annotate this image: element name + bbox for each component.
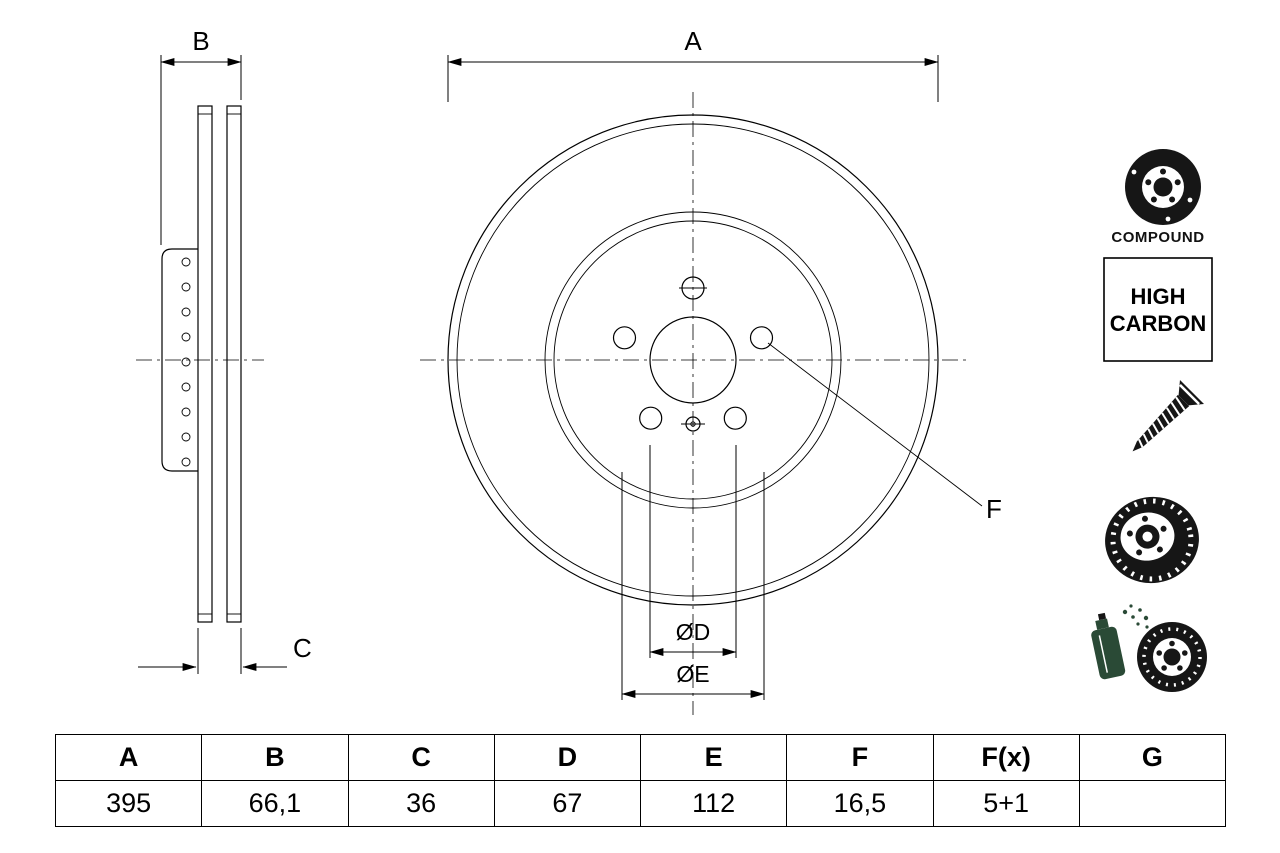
table-value-f: 16,5 (786, 780, 934, 827)
table-value-b: 66,1 (201, 780, 349, 827)
table-header-d: D (493, 734, 642, 781)
dimension-table-value-row: 395 66,1 36 67 112 16,5 5+1 (54, 780, 1227, 827)
table-value-g (1078, 780, 1227, 827)
table-value-c: 36 (347, 780, 495, 827)
high-carbon-line1: HIGH (1131, 284, 1186, 309)
dim-b-label: B (192, 26, 209, 56)
table-header-e: E (639, 734, 788, 781)
high-carbon-badge: HIGH CARBON (1103, 257, 1213, 362)
dim-a-label: A (684, 26, 702, 56)
coating-spray-icon (1091, 604, 1207, 692)
coated-disc (1137, 622, 1207, 692)
table-header-fx: F(x) (932, 734, 1080, 781)
dim-c-label: C (293, 633, 312, 663)
table-header-f: F (786, 734, 934, 781)
dimension-table: A B C D E F F(x) G 395 66,1 36 67 112 16… (54, 734, 1227, 827)
side-right-plate (226, 105, 242, 623)
dimension-table-header-row: A B C D E F F(x) G (54, 734, 1227, 781)
dim-a: A (447, 26, 939, 102)
table-value-d: 67 (493, 780, 642, 827)
table-value-e: 112 (639, 780, 788, 827)
spray-droplets (1122, 604, 1149, 629)
table-header-a: A (54, 734, 203, 781)
dim-d-label: ØD (676, 619, 711, 645)
dim-b: B (160, 26, 242, 245)
leader-f: F (767, 342, 1002, 524)
table-value-fx: 5+1 (932, 780, 1080, 827)
dim-e-label: ØE (676, 661, 709, 687)
side-view (136, 105, 264, 623)
side-hat (161, 248, 198, 472)
table-header-c: C (347, 734, 495, 781)
countersunk-screw-icon (1132, 379, 1205, 452)
dim-d: ØD (649, 445, 737, 658)
side-hat-holes (181, 257, 191, 467)
dim-e: ØE (621, 472, 765, 700)
high-carbon-line2: CARBON (1110, 311, 1207, 336)
compound-two-piece-disc-icon (1125, 149, 1201, 225)
dim-c: C (138, 628, 312, 674)
spray-can (1091, 612, 1126, 680)
table-value-a: 395 (54, 780, 203, 827)
dim-f-label: F (986, 494, 1002, 524)
brake-disc-icon (1105, 496, 1199, 584)
compound-label: COMPOUND (1111, 229, 1204, 246)
front-view (420, 92, 968, 715)
table-header-g: G (1078, 734, 1227, 781)
side-left-plate (197, 105, 213, 623)
table-header-b: B (201, 734, 349, 781)
